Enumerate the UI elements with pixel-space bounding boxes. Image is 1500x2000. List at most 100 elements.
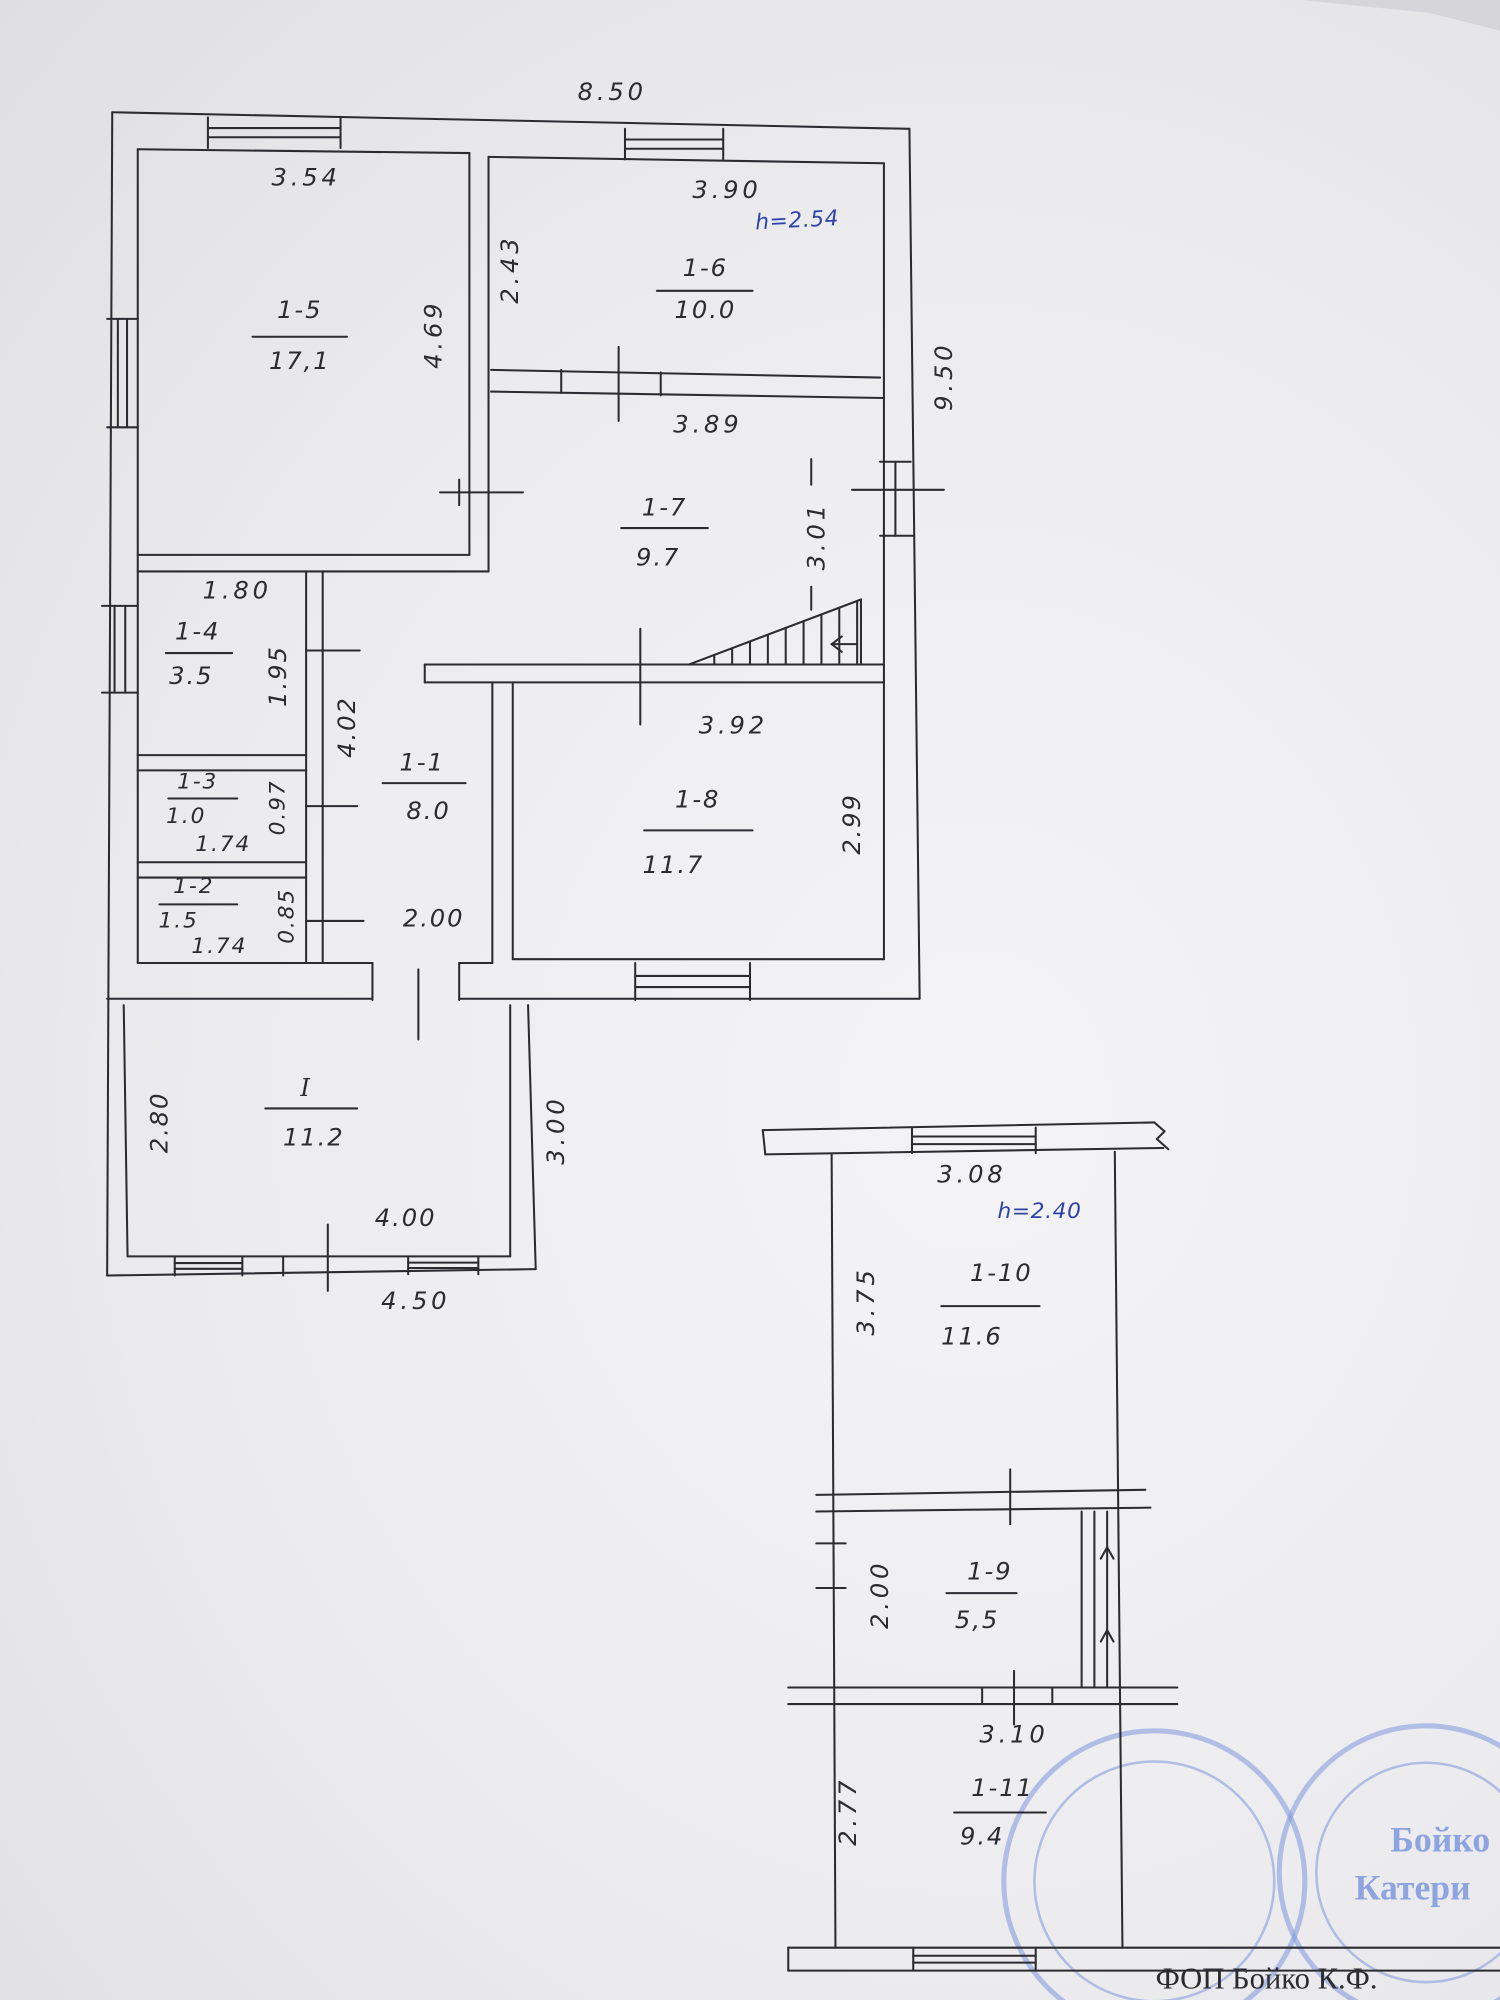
inner-wall-top [136, 148, 471, 155]
room-1-2-label: 1-2 1.5 [158, 874, 239, 933]
annex-stair-arrow [1106, 1629, 1115, 1643]
room-1-11-label: 1-11 9.4 [953, 1774, 1047, 1851]
dim-room-1-4-depth: 1.95 [264, 645, 292, 707]
dim-porch-outer-width: 4.50 [381, 1287, 450, 1315]
outer-wall-left [106, 111, 114, 1277]
room-number: I [299, 1074, 311, 1102]
room-1-3-label: 1-3 1.0 [166, 769, 239, 829]
porch-inner-wall [122, 1004, 129, 1258]
room-1-7-label: 1-7 9.7 [620, 494, 709, 571]
room-1-6-label: 1-6 10.0 [655, 254, 754, 324]
room-number: 1-7 [642, 494, 687, 522]
dim-room-1-6-depth: 2.43 [496, 235, 524, 304]
room-area: 10.0 [675, 296, 737, 324]
annex-stair-arrow [1099, 1629, 1109, 1643]
dim-room-1-2-depth: 0.85 [274, 888, 299, 944]
room-area: 8.0 [406, 797, 450, 825]
stamp-1-outer-ring [1001, 1728, 1308, 2000]
room-number: 1-6 [683, 254, 728, 282]
annex-wall-break [1153, 1121, 1166, 1133]
room-number: 1-8 [675, 786, 720, 814]
dim-room-1-8-width: 3.92 [699, 712, 768, 740]
partition-1-6-south [490, 368, 882, 379]
signature-text: ФОП Бойко К.Ф. [1156, 1961, 1378, 1995]
dim-room-1-9-depth: 2.00 [866, 1560, 894, 1629]
stamp-seal: Бойко Катери [1001, 1723, 1500, 2000]
dim-room-1-7-width: 3.89 [673, 411, 742, 439]
annex-plan-labels: 3.08 h=2.40 3.75 1-10 11.6 2.00 1-9 5,5 … [834, 1161, 1081, 1851]
annex-wall-west [830, 1153, 837, 1949]
room-area: 11.7 [643, 851, 705, 879]
room-area: 11.6 [941, 1323, 1003, 1351]
porch-outer-wall [527, 1004, 537, 1271]
room-1-5-label: 1-5 17,1 [251, 296, 348, 375]
inner-wall-top [487, 155, 885, 165]
annex-partition-1 [815, 1488, 1147, 1496]
annex-stair-arrow [1099, 1546, 1109, 1560]
dim-room-1-2-width: 1.74 [191, 934, 247, 959]
annex-stair-arrow [1106, 1546, 1115, 1560]
porch-label: I 11.2 [264, 1074, 359, 1152]
annex-wall-break [1155, 1130, 1166, 1141]
room-area: 17,1 [269, 347, 331, 375]
room-1-10-label: 1-10 11.6 [940, 1259, 1041, 1351]
room-area: 1.5 [158, 908, 198, 933]
height-note-annex: h=2.40 [998, 1199, 1082, 1224]
plan-linework [101, 111, 1500, 1972]
annex-wall-north [764, 1146, 1165, 1156]
room-1-1-label: 1-1 8.0 [381, 749, 467, 825]
dim-room-1-5-depth: 4.69 [420, 300, 448, 369]
annex-partition-1 [815, 1506, 1152, 1513]
room-number: 1-1 [400, 749, 445, 777]
room-area: 9.7 [636, 543, 680, 571]
outer-wall-right [908, 127, 921, 1000]
stamp-1-inner-ring [1033, 1760, 1276, 2000]
room-1-9-label: 1-9 5,5 [945, 1557, 1018, 1634]
room-area: 11.2 [283, 1124, 345, 1152]
annex-wall-break [1155, 1138, 1170, 1151]
dim-room-1-6-width: 3.90 [692, 176, 761, 204]
dim-room-1-4-width: 1.80 [203, 577, 272, 605]
room-number: 1-2 [173, 874, 214, 899]
annex-wall-north [761, 1121, 1156, 1132]
stamp-text-line-2: Катери [1355, 1868, 1471, 1908]
annex-wall-east [1113, 1150, 1124, 1949]
dim-room-1-10-width: 3.08 [937, 1161, 1006, 1189]
stamp-2-outer-ring [1276, 1723, 1500, 2000]
stamp-text-line-1: Бойко [1390, 1819, 1490, 1859]
room-area: 9.4 [960, 1823, 1004, 1851]
dim-porch-outer-depth: 3.00 [542, 1095, 570, 1164]
stair-stringer [687, 598, 862, 666]
dim-room-1-11-width: 3.10 [979, 1721, 1048, 1749]
dim-room-1-11-depth: 2.77 [834, 1777, 862, 1846]
dim-room-1-8-depth: 2.99 [838, 793, 866, 855]
stair-direction-arrow [830, 643, 843, 653]
main-plan-labels: 8.50 9.50 h=2.54 3.54 4.69 1-5 17,1 3.90… [145, 78, 957, 1315]
room-number: 1-4 [175, 617, 220, 645]
outer-wall-top [111, 111, 911, 130]
height-note-main: h=2.54 [755, 206, 840, 235]
dim-room-1-5-width: 3.54 [272, 163, 341, 191]
dim-room-1-10-depth: 3.75 [852, 1266, 880, 1335]
dim-porch-inner-depth: 2.80 [145, 1092, 173, 1154]
room-1-8-label: 1-8 11.7 [643, 786, 754, 879]
room-number: 1-5 [277, 296, 322, 324]
annex-wall-north [761, 1129, 767, 1156]
room-number: 1-11 [971, 1774, 1034, 1802]
dim-room-1-7-depth: 3.01 [802, 501, 830, 570]
stair-direction-arrow [830, 635, 843, 646]
room-1-4-label: 1-4 3.5 [164, 617, 234, 690]
dim-room-1-1-depth: 4.02 [333, 696, 361, 758]
room-number: 1-10 [970, 1259, 1033, 1287]
page-edge-shadow [1301, 0, 1500, 31]
room-number: 1-3 [177, 769, 218, 794]
room-number: 1-9 [967, 1557, 1012, 1585]
partition-1-6-south [490, 390, 885, 399]
room-area: 5,5 [955, 1606, 999, 1634]
dim-total-depth: 9.50 [930, 342, 958, 411]
dim-room-1-1-width: 2.00 [403, 904, 465, 932]
dim-room-1-3-width: 1.74 [195, 832, 251, 857]
dim-porch-inner-width: 4.00 [375, 1204, 437, 1232]
room-area: 3.5 [169, 662, 213, 690]
